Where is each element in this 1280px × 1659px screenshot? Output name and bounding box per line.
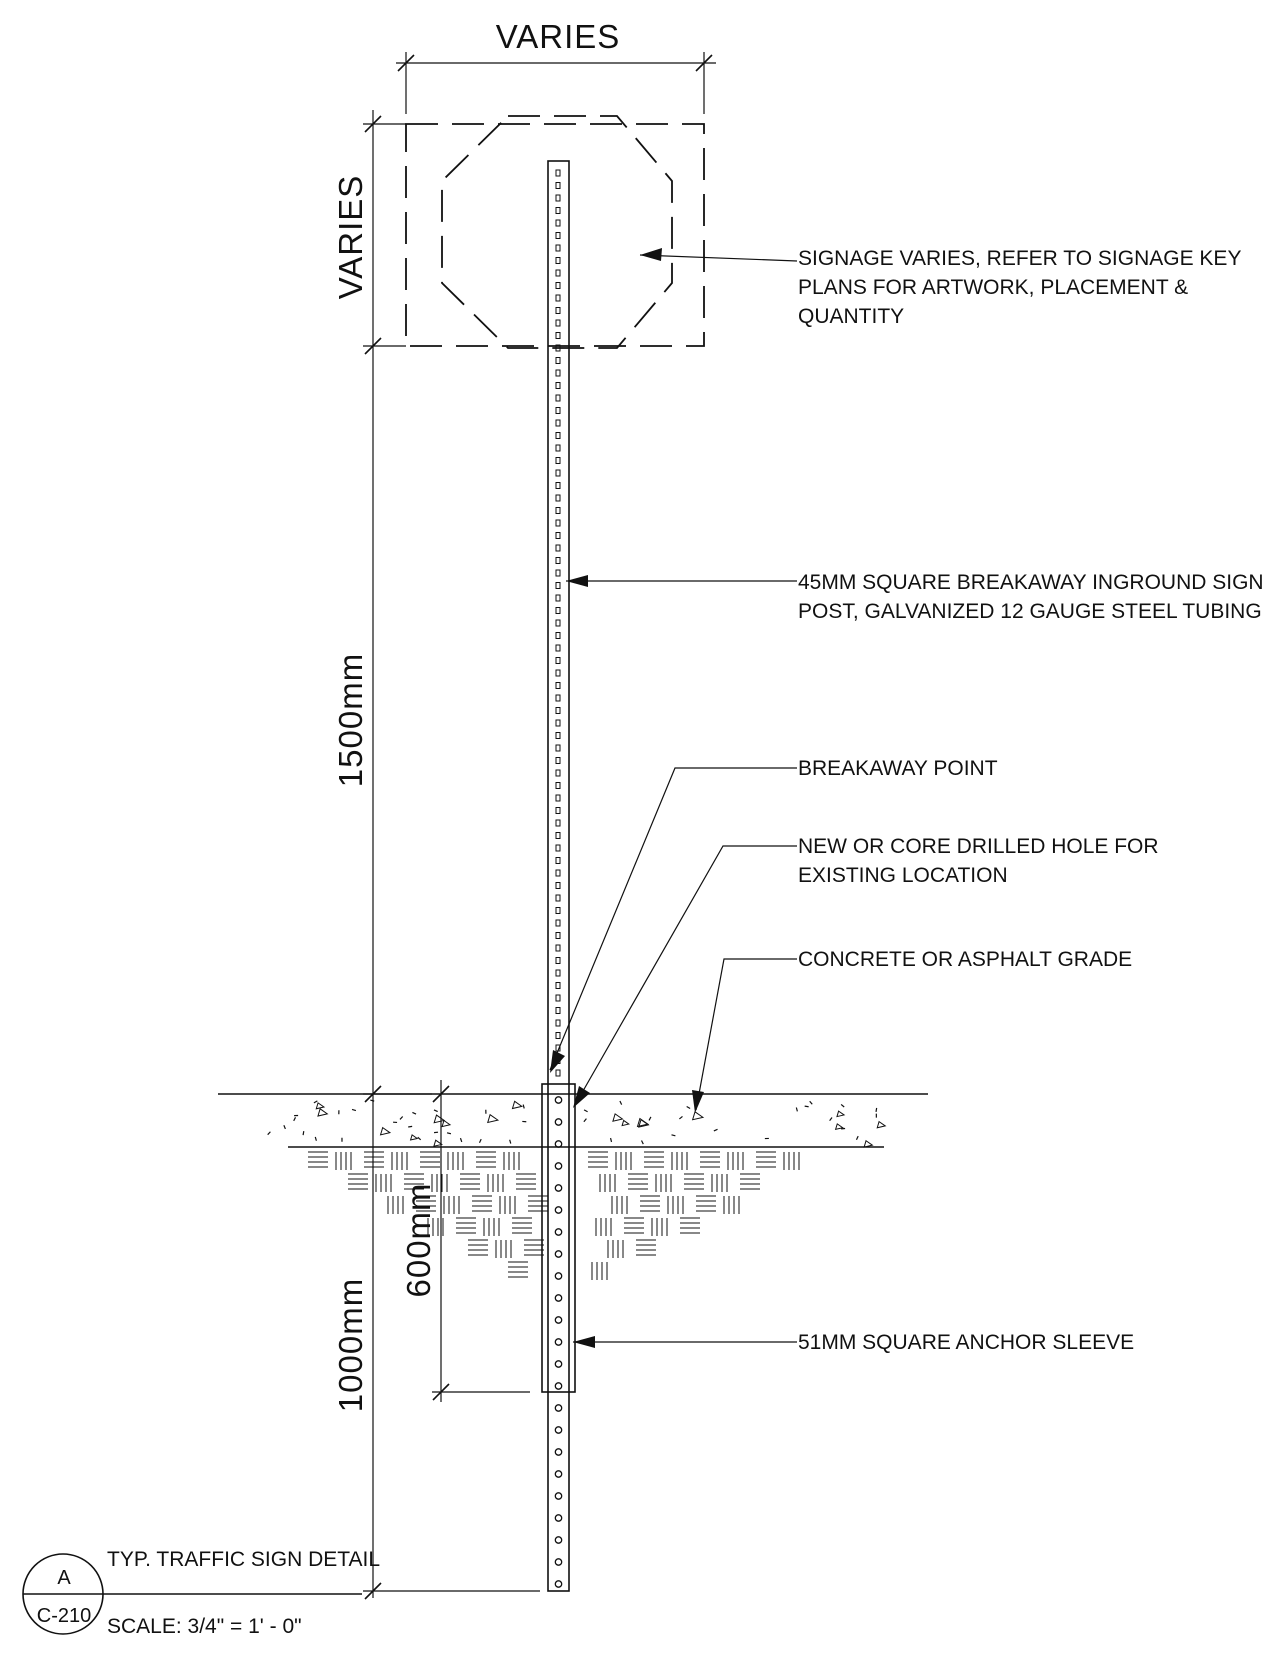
detail-title: TYP. TRAFFIC SIGN DETAIL (107, 1548, 380, 1571)
callout-hole-line-2: EXISTING LOCATION (798, 864, 1008, 887)
callout-signage-line-2: PLANS FOR ARTWORK, PLACEMENT & (798, 276, 1188, 299)
compacted-soil-hatch (308, 1151, 800, 1280)
callout-post-line-1: 45MM SQUARE BREAKAWAY INGROUND SIGN (798, 571, 1264, 594)
callout-breakaway-point: BREAKAWAY POINT (798, 757, 998, 780)
detail-letter: A (57, 1567, 71, 1589)
callout-anchor-sleeve: 51MM SQUARE ANCHOR SLEEVE (798, 1331, 1134, 1354)
title-block: A C-210 TYP. TRAFFIC SIGN DETAIL SCALE: … (22, 1548, 380, 1638)
callout-signage: SIGNAGE VARIES, REFER TO SIGNAGE KEY PLA… (798, 247, 1241, 328)
sign-outline (405, 115, 705, 349)
dimension-sign-width: VARIES (396, 18, 716, 114)
dim-600-label: 600mm (400, 1182, 437, 1297)
dim-sign-width-label: VARIES (496, 18, 621, 55)
dim-1000-label: 1000mm (332, 1278, 369, 1412)
detail-scale: SCALE: 3/4" = 1' - 0" (107, 1615, 302, 1638)
octagon-sign-shape (441, 115, 673, 349)
post-perforations (554, 169, 563, 1588)
callout-hole-line-1: NEW OR CORE DRILLED HOLE FOR (798, 835, 1159, 858)
callout-signage-line-3: QUANTITY (798, 305, 904, 328)
callout-grade: CONCRETE OR ASPHALT GRADE (798, 948, 1132, 971)
grade (218, 1093, 928, 1148)
dim-sign-height-label: VARIES (332, 175, 369, 300)
concrete-aggregate-hatch (267, 1099, 887, 1148)
dimension-vertical-main: VARIES 1500mm 1000mm (332, 110, 540, 1600)
callout-signage-line-1: SIGNAGE VARIES, REFER TO SIGNAGE KEY (798, 247, 1241, 270)
sign-bounding-box (405, 123, 705, 347)
anchor-sleeve (541, 1083, 576, 1393)
dimension-sleeve-depth: 600mm (400, 1080, 530, 1402)
callout-post: 45MM SQUARE BREAKAWAY INGROUND SIGN POST… (798, 571, 1264, 623)
callout-hole: NEW OR CORE DRILLED HOLE FOR EXISTING LO… (798, 835, 1159, 887)
sign-post (547, 160, 570, 1592)
sheet-number: C-210 (37, 1605, 91, 1627)
callout-post-line-2: POST, GALVANIZED 12 GAUGE STEEL TUBING (798, 600, 1262, 623)
dim-1500-label: 1500mm (332, 653, 369, 787)
leaders (549, 248, 798, 1348)
